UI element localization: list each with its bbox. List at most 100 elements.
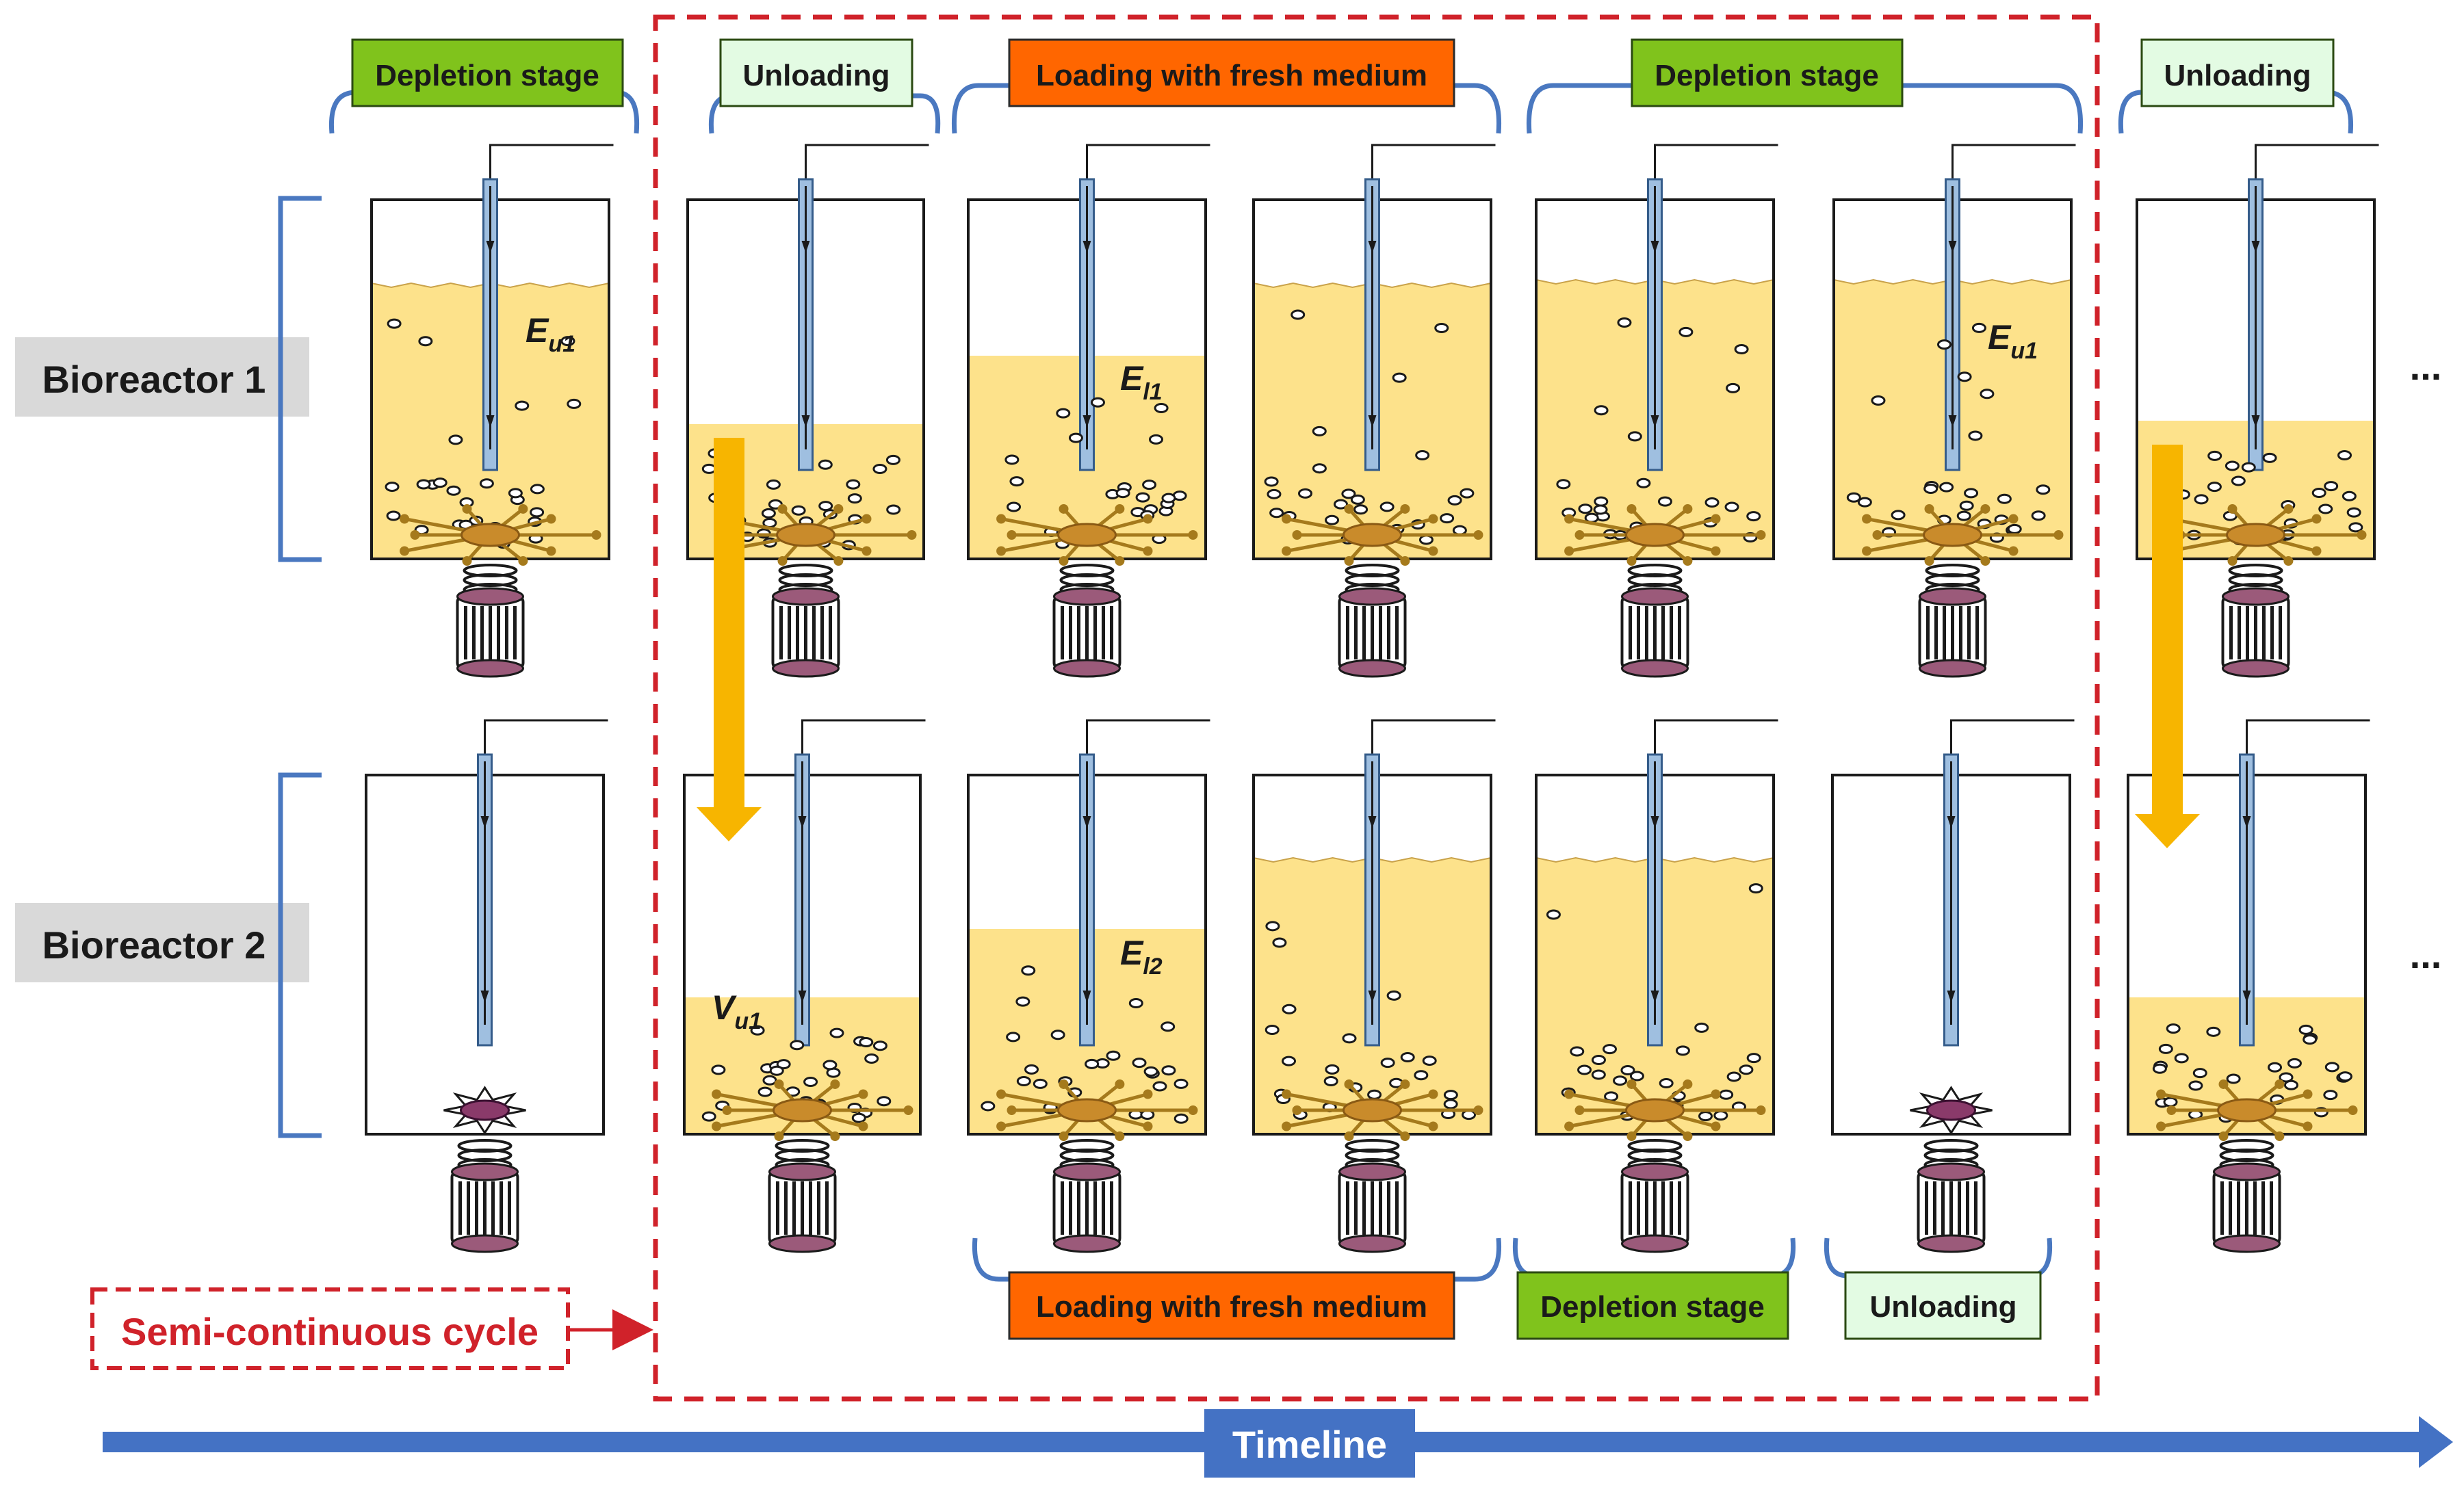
impeller <box>1057 1098 1117 1123</box>
semi-continuous-cycle-frame <box>653 14 2100 1402</box>
cell <box>1415 450 1430 461</box>
ellipsis-row-1: ... <box>2410 345 2442 388</box>
cell <box>1971 322 1986 333</box>
bioreactor-vessel <box>1831 719 2075 1253</box>
cell <box>1694 1022 1709 1033</box>
cell <box>762 1075 777 1086</box>
transfer-arrow-1 <box>697 438 762 841</box>
cell <box>1350 494 1365 505</box>
cell <box>1719 1089 1734 1100</box>
label-el2: El2 <box>1120 934 1163 980</box>
row-bioreactor-1: Bioreactor 1 <box>15 196 322 562</box>
probe-cable <box>805 144 929 200</box>
bioreactor-vessel <box>370 144 614 678</box>
cell <box>1342 1033 1357 1044</box>
cell <box>1106 1050 1121 1061</box>
probe-cable <box>1086 144 1210 200</box>
cell <box>1016 1075 1031 1086</box>
cell <box>1724 501 1739 512</box>
cell <box>1161 1065 1176 1076</box>
cell <box>418 336 433 347</box>
cell <box>1956 510 1971 521</box>
impeller <box>1057 523 1117 547</box>
impeller <box>773 1098 832 1123</box>
cell <box>776 1059 791 1070</box>
cell <box>2166 1023 2181 1034</box>
cell <box>2225 460 2240 471</box>
cell <box>1726 382 1741 393</box>
cell <box>1414 1070 1429 1081</box>
cell <box>885 454 900 465</box>
cell <box>1578 503 1593 514</box>
cell <box>1447 495 1462 506</box>
cell <box>1603 1044 1618 1055</box>
cell <box>1957 371 1972 382</box>
bioreactor-vessel <box>967 144 1210 678</box>
cell <box>1341 488 1356 499</box>
cell <box>864 1053 879 1064</box>
cell <box>1135 492 1150 503</box>
probe-cable <box>801 719 926 775</box>
bioreactor-1-label-box <box>15 337 309 417</box>
cell <box>1443 1099 1458 1110</box>
cell <box>1154 403 1169 414</box>
impeller <box>1926 1099 1976 1121</box>
cell <box>2303 1034 2318 1045</box>
bioreactor-vessel <box>1535 719 1778 1253</box>
cell <box>530 484 545 495</box>
cell <box>2262 452 2277 463</box>
probe-cable <box>2246 719 2370 775</box>
cell <box>1152 1081 1167 1092</box>
cell <box>1617 317 1632 328</box>
depletion-stage-label: Depletion stage <box>375 59 599 92</box>
cell <box>2194 494 2209 505</box>
cell <box>981 1101 996 1112</box>
cell <box>1871 395 1886 406</box>
transfer-arrow-2 <box>2135 445 2200 848</box>
probe-cable <box>1086 719 1210 775</box>
cell <box>1367 1089 1382 1100</box>
probe-cable <box>1371 144 1496 200</box>
cell <box>1440 513 1455 524</box>
cell <box>1173 1078 1189 1089</box>
impeller <box>1625 1098 1685 1123</box>
cell <box>1143 1066 1158 1077</box>
cell <box>1090 397 1105 408</box>
probe-cable <box>1950 719 2075 775</box>
cell <box>2348 522 2363 533</box>
bioreactor-vessel <box>1252 144 1496 678</box>
cell <box>2337 1071 2352 1082</box>
impeller <box>1625 523 1685 547</box>
cell <box>2226 1073 2241 1084</box>
cell <box>1577 1064 1592 1075</box>
cell <box>1004 454 1020 465</box>
cell <box>1312 463 1327 474</box>
cell <box>2311 488 2326 499</box>
cell <box>1939 482 1954 493</box>
cell <box>2174 1053 2189 1064</box>
cell <box>387 318 402 329</box>
stage-label-depletion-2: Depletion stage <box>1631 38 1904 107</box>
cell <box>1006 1032 1021 1043</box>
cell <box>2207 482 2222 493</box>
cell <box>803 1077 818 1088</box>
cell <box>1734 343 1749 354</box>
impeller <box>1343 523 1402 547</box>
probe-cable <box>1654 144 1778 200</box>
cell <box>1312 425 1327 436</box>
cell <box>829 1027 844 1038</box>
bioreactor-1-label: Bioreactor 1 <box>42 358 266 401</box>
impeller <box>2217 1098 2277 1123</box>
cell <box>2283 1079 2298 1090</box>
bioreactor-vessel <box>365 719 608 1253</box>
unloading-label: Unloading <box>742 59 890 92</box>
probe-cable <box>484 719 608 775</box>
cell <box>2231 475 2246 486</box>
cell <box>1068 432 1083 443</box>
cell <box>1282 1056 1297 1066</box>
cell <box>750 1025 765 1036</box>
timeline-label-box <box>1204 1409 1415 1478</box>
cell <box>2007 523 2022 534</box>
cell <box>2188 1080 2203 1091</box>
cell <box>1325 1064 1340 1075</box>
